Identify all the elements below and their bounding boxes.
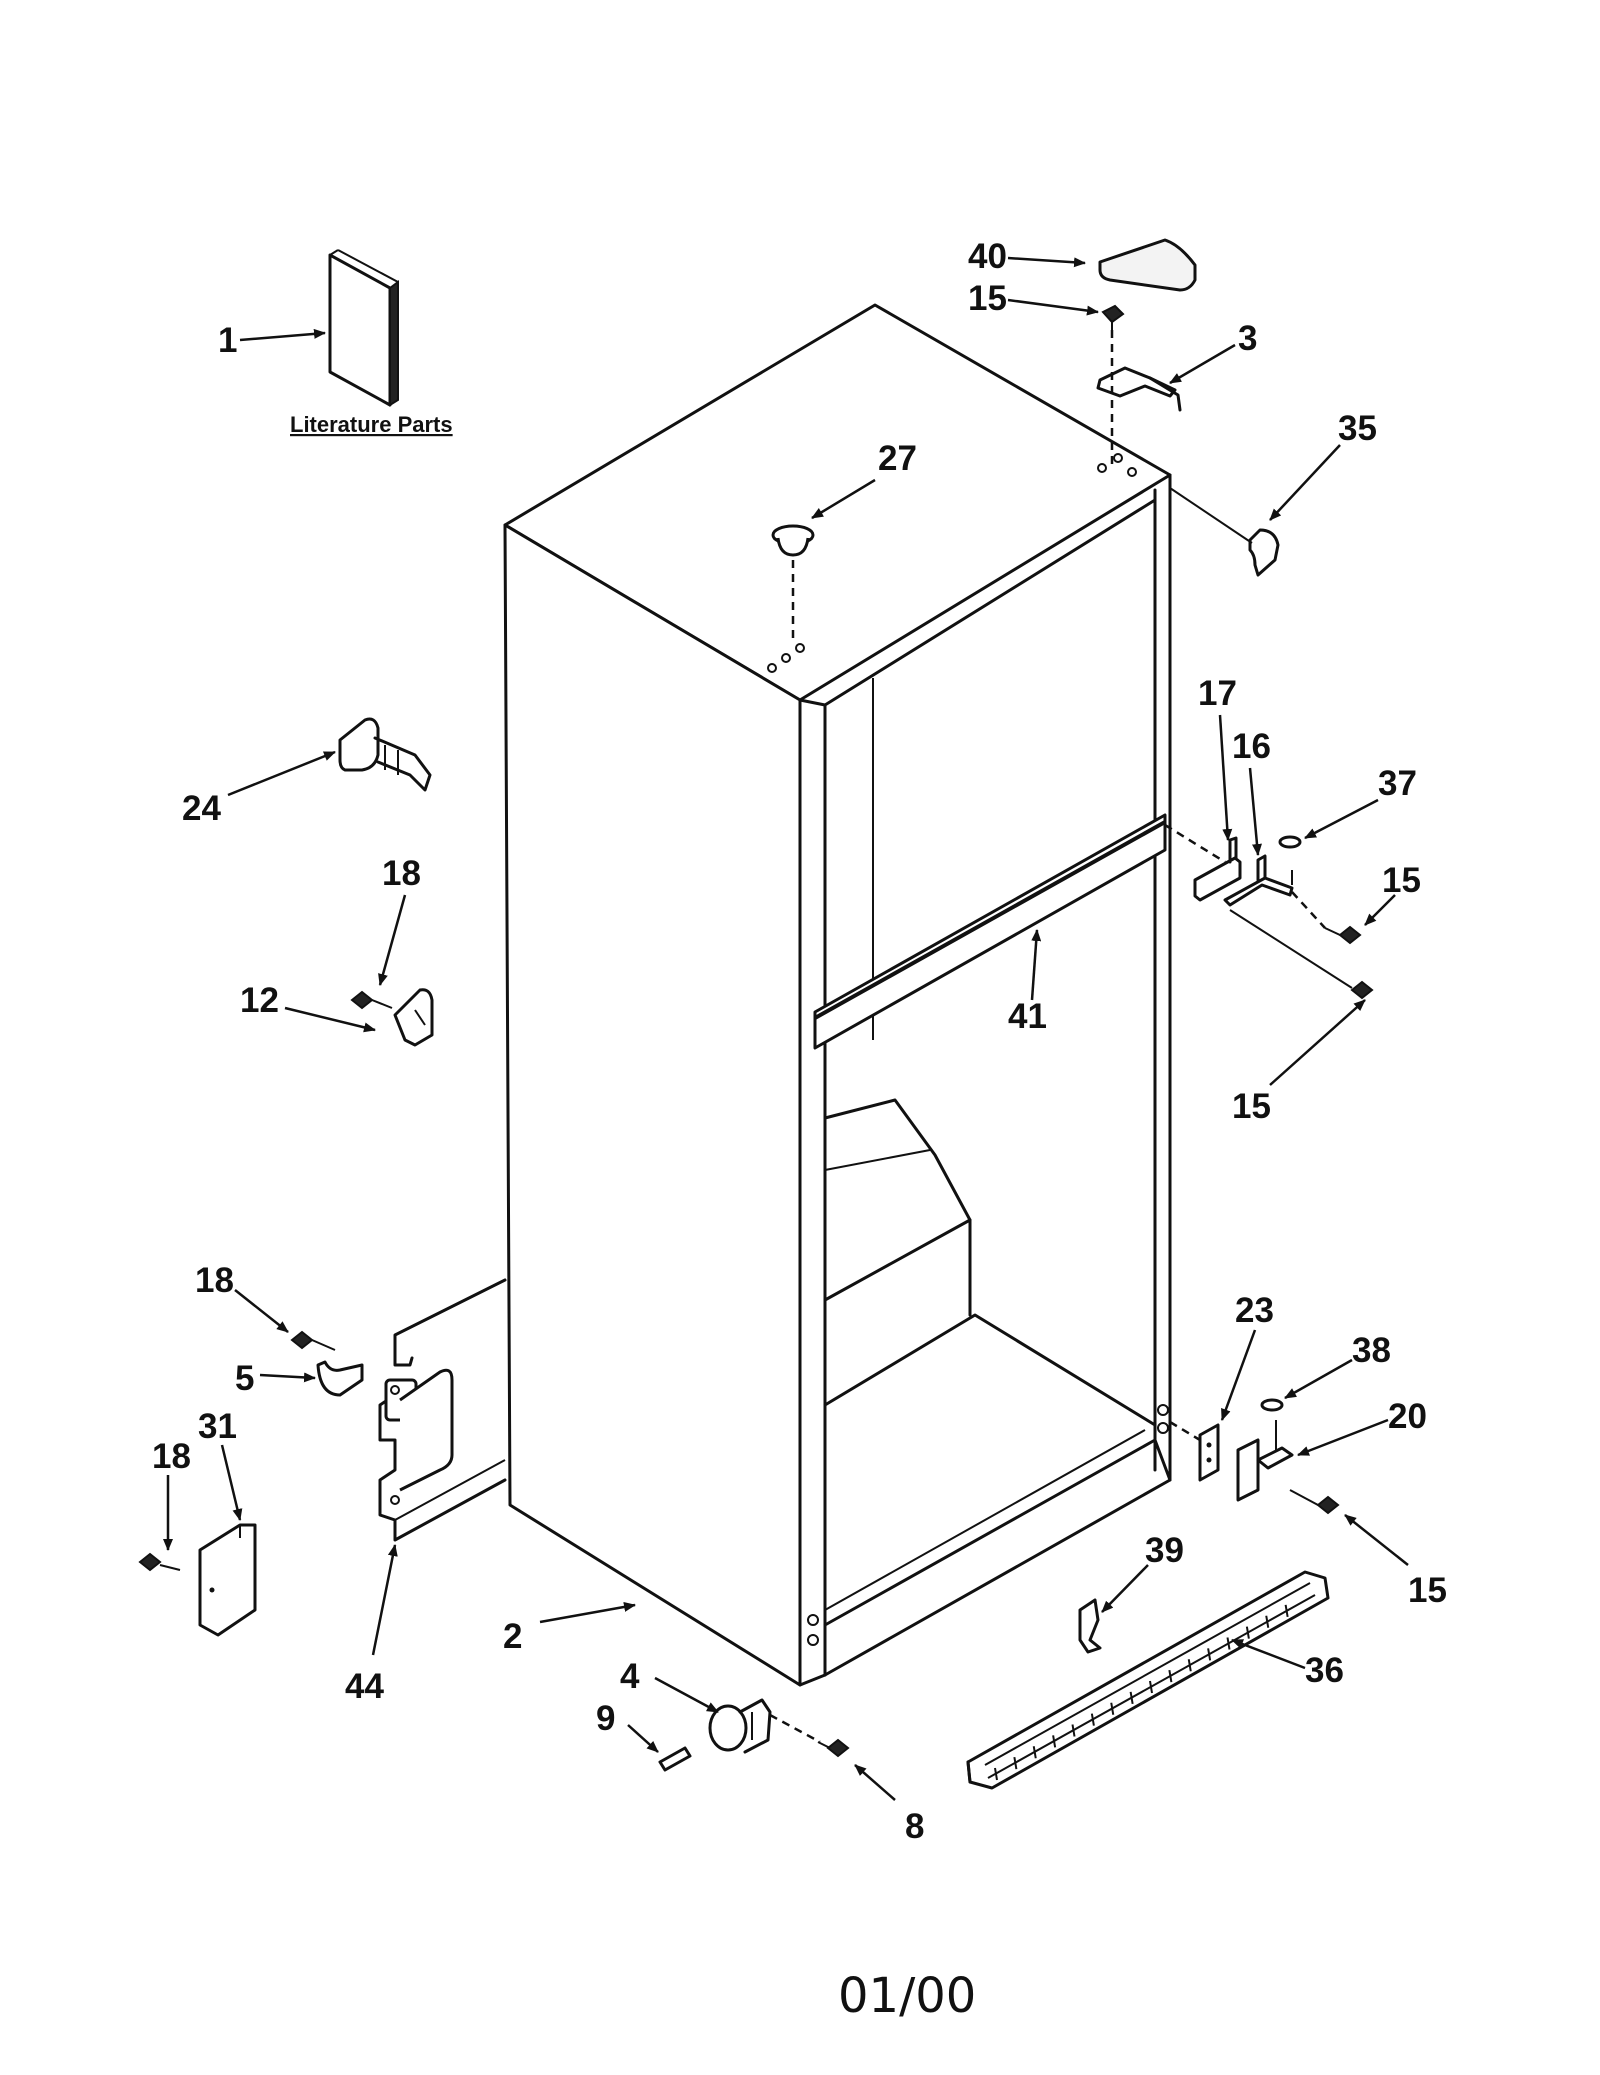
grille-slot xyxy=(994,1767,998,1781)
grille-slot xyxy=(1265,1615,1270,1628)
part-8-screw xyxy=(817,1738,850,1758)
callout-37: 37 xyxy=(1378,764,1417,803)
part-44-bracket xyxy=(378,1278,507,1542)
grille-slot xyxy=(1110,1702,1115,1715)
part-31-cover xyxy=(198,1523,257,1637)
grille-slot xyxy=(1071,1724,1076,1737)
grille-slot xyxy=(1226,1637,1231,1650)
part-18-screw-a xyxy=(350,990,393,1010)
callout-15-low: 15 xyxy=(1408,1571,1447,1610)
callout-8: 8 xyxy=(905,1807,924,1846)
callout-18-b: 18 xyxy=(195,1261,234,1300)
callout-27: 27 xyxy=(878,439,917,478)
grille-slot xyxy=(1284,1604,1289,1618)
part-17-hinge-bracket xyxy=(1193,836,1242,902)
part-16-hinge xyxy=(1223,854,1294,907)
callout-5: 5 xyxy=(235,1359,254,1398)
callout-24: 24 xyxy=(182,789,221,828)
callout-15-mid: 15 xyxy=(1382,861,1421,900)
callout-15-top: 15 xyxy=(968,279,1007,318)
part-15-screw-low xyxy=(1289,1489,1340,1515)
part-18-screw-c xyxy=(138,1552,181,1572)
part-38-washer xyxy=(1260,1398,1284,1412)
callout-9: 9 xyxy=(596,1699,615,1738)
part-15-screw-top xyxy=(1101,304,1125,330)
callout-15-mid2: 15 xyxy=(1232,1087,1271,1126)
callout-18-c: 18 xyxy=(152,1437,191,1476)
callout-17: 17 xyxy=(1198,674,1237,713)
callout-18-a: 18 xyxy=(382,854,421,893)
part-40-hinge-cover xyxy=(1098,238,1197,292)
grille-slot xyxy=(1013,1756,1018,1770)
callout-20: 20 xyxy=(1388,1397,1427,1436)
callout-23: 23 xyxy=(1235,1291,1274,1330)
part-9-pin xyxy=(658,1746,692,1772)
part-4-roller xyxy=(708,1698,772,1754)
grille-slot xyxy=(1052,1735,1057,1748)
grille-slot xyxy=(1129,1691,1134,1705)
part-35-clip xyxy=(1169,487,1280,577)
leader-lines xyxy=(163,256,1409,1801)
part-27-plug xyxy=(771,524,815,640)
part-1-literature xyxy=(328,249,399,407)
revision-date: 01/00 xyxy=(838,1968,976,2024)
callout-3: 3 xyxy=(1238,319,1257,358)
callout-2: 2 xyxy=(503,1617,522,1656)
literature-parts-caption: Literature Parts xyxy=(290,412,453,437)
grille-slot xyxy=(1032,1746,1037,1759)
callout-41: 41 xyxy=(1008,997,1047,1036)
part-15-screw-mid xyxy=(1324,925,1362,945)
part-5-clamp xyxy=(316,1360,364,1397)
part-20-bottom-hinge xyxy=(1236,1420,1294,1502)
callout-35: 35 xyxy=(1338,409,1377,448)
grille-slot xyxy=(1168,1669,1173,1683)
callout-39: 39 xyxy=(1145,1531,1184,1570)
callout-12: 12 xyxy=(240,981,279,1020)
callout-31: 31 xyxy=(198,1407,237,1446)
part-12-bracket xyxy=(393,988,434,1047)
part-18-screw-b xyxy=(290,1330,336,1351)
grille-slot xyxy=(1245,1626,1250,1639)
callout-40: 40 xyxy=(968,237,1007,276)
callout-1: 1 xyxy=(218,321,237,360)
part-39-clip xyxy=(1078,1598,1102,1654)
grille-slot xyxy=(1187,1659,1192,1672)
part-23-shim xyxy=(1198,1423,1220,1482)
callout-4: 4 xyxy=(620,1657,640,1696)
callout-38: 38 xyxy=(1352,1331,1391,1370)
grille-slot xyxy=(1090,1713,1095,1726)
cabinet xyxy=(503,303,1172,1687)
callout-16: 16 xyxy=(1232,727,1271,766)
grille-slot xyxy=(1207,1648,1212,1661)
part-15-screw-mid2 xyxy=(1229,909,1374,1000)
part-36-toe-grille xyxy=(966,1570,1330,1790)
part-3-top-hinge xyxy=(1096,366,1182,412)
part-24-bolt xyxy=(338,717,432,792)
callout-labels: 1 40 15 3 35 27 24 18 12 17 16 37 15 41 … xyxy=(152,237,1447,2024)
part-37-washer xyxy=(1278,835,1302,849)
grille-slot xyxy=(1149,1680,1153,1694)
callout-36: 36 xyxy=(1305,1651,1344,1690)
callout-44: 44 xyxy=(345,1667,384,1706)
